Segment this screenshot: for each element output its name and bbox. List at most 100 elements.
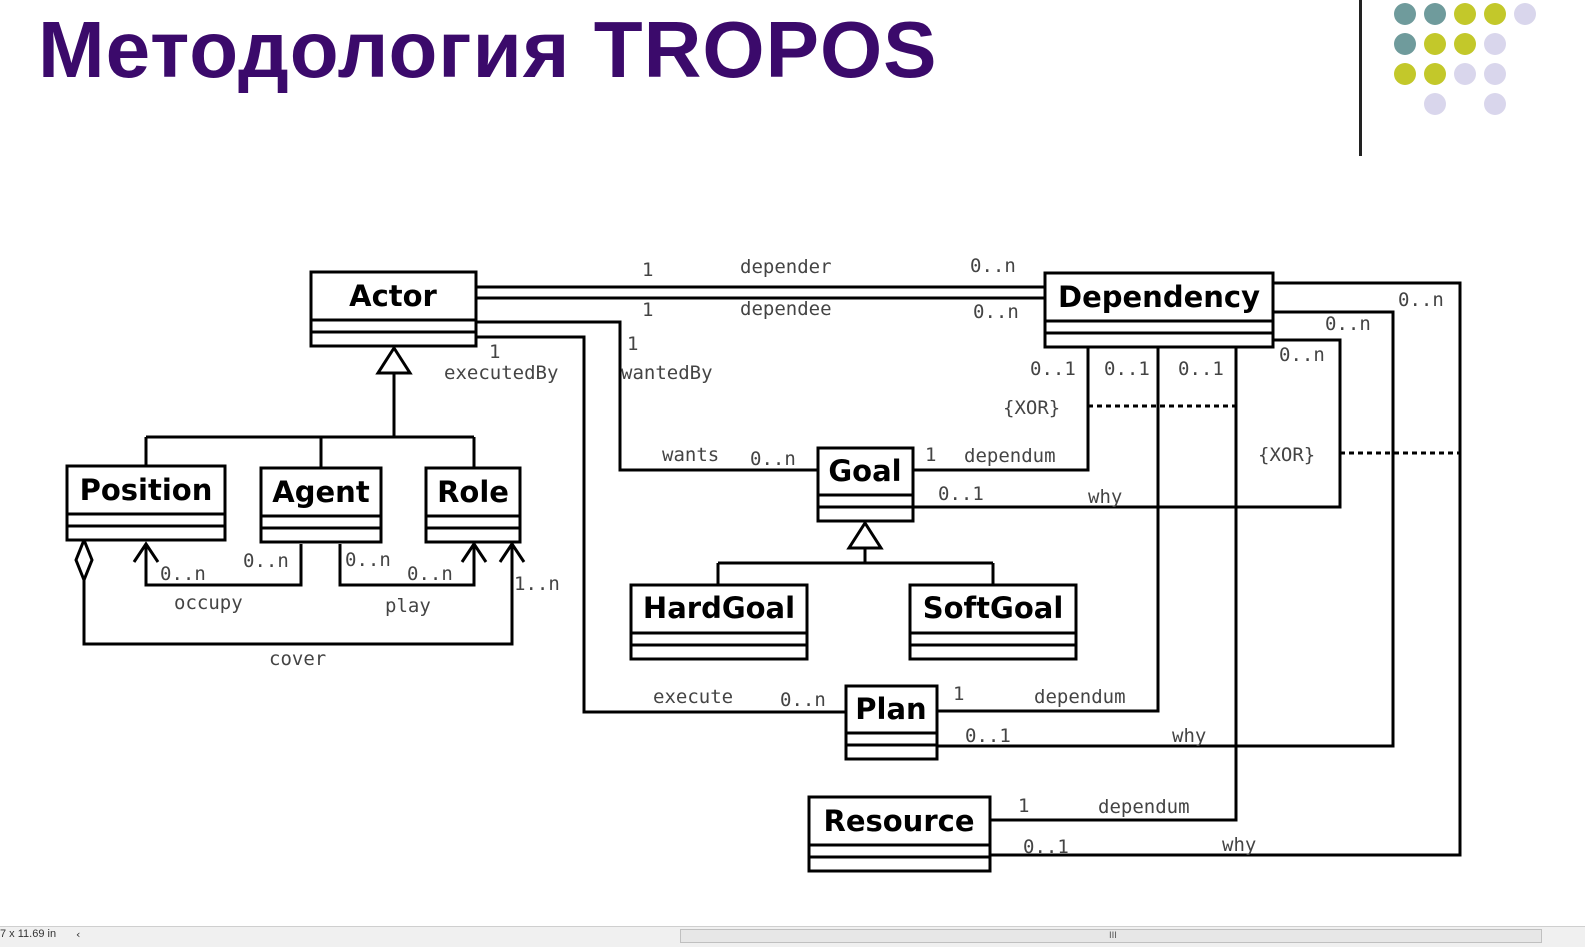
wants-mult: 0..n [750, 448, 796, 470]
class-hardgoal: HardGoal [629, 583, 809, 661]
decorative-dots [1390, 0, 1550, 120]
resource-dependum-mult: 1 [1018, 795, 1029, 817]
executedby-mult: 1 [489, 341, 500, 363]
uml-diagram: Actor Dependency Position Agent Role Goa… [65, 255, 1462, 873]
decor-dot [1484, 3, 1506, 25]
play-label: play [385, 595, 431, 617]
page-size-readout: 7 x 11.69 in [0, 928, 57, 940]
resource-why-line [990, 281, 1462, 857]
decor-dot [1394, 63, 1416, 85]
plan-why-line [937, 310, 1395, 748]
goal-dependum-mult: 1 [925, 444, 936, 466]
class-name-plan: Plan [855, 692, 926, 726]
resource-why-label: why [1222, 834, 1256, 856]
goal-why-line [913, 338, 1342, 509]
class-position: Position [65, 464, 227, 542]
goal-why-mult: 0..1 [938, 483, 984, 505]
occupy-mult-2: 0..n [243, 550, 289, 572]
cover-aggregation-diamond [74, 535, 94, 585]
decor-dot [1484, 93, 1506, 115]
plan-dependum-mult: 1 [953, 683, 964, 705]
plan-dependum-line [937, 348, 1160, 713]
class-name-agent: Agent [272, 475, 370, 509]
wantedby-label: wantedBy [621, 362, 713, 384]
occupy-line [144, 544, 303, 587]
occupy-arrowhead [132, 541, 160, 563]
class-agent: Agent [259, 466, 383, 544]
slide-title: Методология TROPOS [38, 5, 938, 94]
cover-label: cover [269, 648, 326, 670]
decor-dot [1394, 3, 1416, 25]
class-dependency: Dependency [1043, 271, 1275, 349]
scroll-left-arrow-icon[interactable]: ‹ [76, 928, 81, 941]
dependency-right-mult-3: 0..n [1279, 344, 1325, 366]
execute-mult: 0..n [780, 689, 826, 711]
goal-dependum-label: dependum [964, 445, 1056, 467]
class-name-hardgoal: HardGoal [643, 591, 795, 625]
cover-line [82, 545, 514, 646]
resource-dependum-line [990, 348, 1238, 822]
class-plan: Plan [844, 684, 939, 761]
class-name-actor: Actor [349, 279, 437, 313]
class-name-role: Role [437, 475, 509, 509]
actor-generalization [144, 372, 476, 468]
depender-label: depender [740, 256, 832, 278]
horizontal-scrollbar[interactable]: III [680, 929, 1542, 943]
dependency-goal-mult: 0..1 [1030, 358, 1076, 380]
wantedby-mult: 1 [627, 333, 638, 355]
class-name-dependency: Dependency [1058, 280, 1260, 314]
execute-label: execute [653, 686, 733, 708]
scrollbar-grip[interactable]: III [1109, 931, 1117, 941]
goal-dependum-line [913, 348, 1090, 472]
goal-generalization-arrowhead [846, 520, 884, 550]
cover-arrowhead [498, 541, 526, 563]
resource-why-mult: 0..1 [1023, 836, 1069, 858]
class-name-goal: Goal [828, 454, 901, 488]
decor-dot [1394, 33, 1416, 55]
executedby-line [476, 335, 846, 714]
wants-label: wants [662, 444, 719, 466]
decor-dot [1484, 33, 1506, 55]
class-role: Role [424, 466, 522, 544]
decor-dot [1424, 93, 1446, 115]
play-mult-2: 0..n [407, 563, 453, 585]
dependee-label: dependee [740, 298, 832, 320]
dependency-right-mult-2: 0..n [1325, 313, 1371, 335]
xor-label-2: {XOR} [1258, 444, 1315, 466]
decor-dot [1484, 63, 1506, 85]
dependency-plan-mult: 0..1 [1104, 358, 1150, 380]
goal-why-label: why [1088, 486, 1122, 508]
class-goal: Goal [816, 446, 915, 523]
class-name-position: Position [80, 473, 213, 507]
dependency-right-mult-1: 0..n [1398, 289, 1444, 311]
dependee-mult-1: 1 [642, 299, 653, 321]
class-softgoal: SoftGoal [908, 583, 1078, 661]
actor-generalization-arrowhead [375, 345, 413, 375]
decor-dot [1424, 63, 1446, 85]
executedby-label: executedBy [444, 362, 558, 384]
decor-dot [1454, 63, 1476, 85]
status-bar: 7 x 11.69 in ‹ III [0, 926, 1585, 947]
decor-dot [1454, 33, 1476, 55]
plan-why-label: why [1172, 725, 1206, 747]
play-line [338, 544, 476, 587]
resource-dependum-label: dependum [1098, 796, 1190, 818]
occupy-label: occupy [174, 592, 243, 614]
decor-dot [1424, 3, 1446, 25]
cover-mult: 1..n [514, 573, 560, 595]
play-arrowhead [460, 541, 488, 563]
depender-mult-n: 0..n [970, 255, 1016, 277]
dependee-mult-n: 0..n [973, 301, 1019, 323]
class-actor: Actor [309, 270, 478, 348]
decor-dot [1454, 3, 1476, 25]
goal-generalization [716, 547, 995, 585]
xor-label-1: {XOR} [1003, 397, 1060, 419]
class-resource: Resource [807, 795, 992, 873]
plan-dependum-label: dependum [1034, 686, 1126, 708]
play-mult-1: 0..n [345, 549, 391, 571]
decor-dot [1424, 33, 1446, 55]
title-divider [1359, 0, 1362, 156]
dependency-resource-mult: 0..1 [1178, 358, 1224, 380]
class-name-softgoal: SoftGoal [923, 591, 1064, 625]
decor-dot [1514, 3, 1536, 25]
